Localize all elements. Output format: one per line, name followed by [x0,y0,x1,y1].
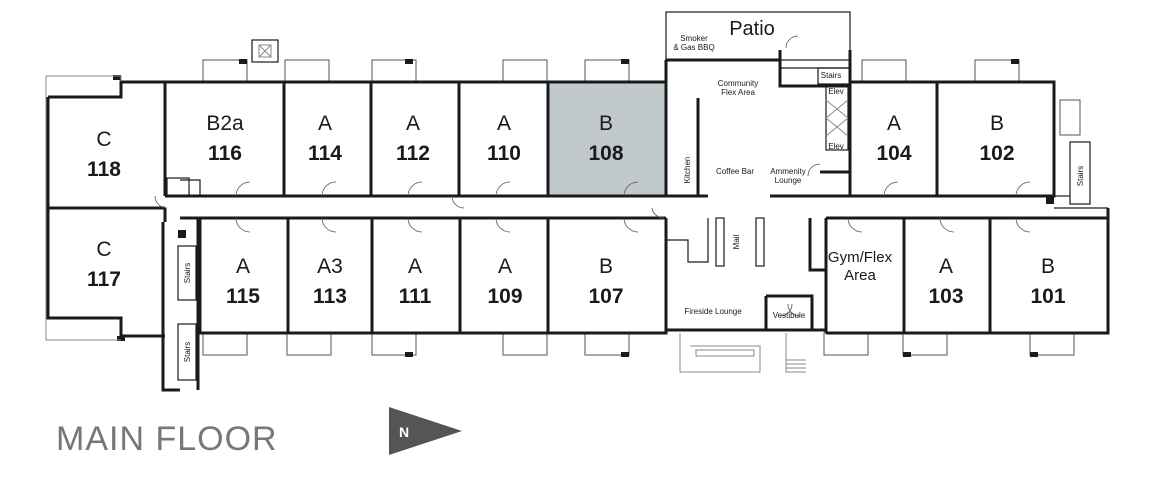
unit-113-number: 113 [313,285,347,308]
unit-101-number: 101 [1030,285,1065,308]
coffee-bar-label: Coffee Bar [716,167,754,176]
amenity-lounge-label-1: Ammenity [770,167,806,176]
gym-flex-label-2: Area [844,267,876,284]
unit-117[interactable]: C 117 [87,238,121,291]
unit-112-number: 112 [396,142,430,165]
unit-102-type: B [990,112,1004,135]
unit-110-type: A [497,112,511,135]
community-flex-label-2: Flex Area [721,88,755,97]
vestibule-label: Vestibule [773,311,806,320]
unit-116[interactable]: B2a 116 [206,112,244,165]
community-flex-label-1: Community [718,79,758,88]
amenity-lounge-label-2: Lounge [775,176,802,185]
unit-114[interactable]: A 114 [308,112,342,165]
stairs-label-east: Stairs [1076,166,1085,186]
north-east-walls [850,80,1091,205]
north-letter: N [399,424,409,440]
unit-109[interactable]: A 109 [487,255,522,308]
mail-label: Mail [732,234,741,249]
fireside-lounge-label: Fireside Lounge [684,307,742,316]
gas-bbq-label: & Gas BBQ [673,43,714,52]
unit-101-type: B [1041,255,1055,278]
unit-118-number: 118 [87,158,121,181]
elevator-label-2: Elev [828,142,844,151]
unit-110[interactable]: A 110 [487,112,521,165]
unit-113-type: A3 [317,255,343,278]
unit-112[interactable]: A 112 [396,112,430,165]
stairs-label-west-1: Stairs [183,263,192,283]
unit-107-type: B [599,255,613,278]
stairs-label-north: Stairs [821,71,841,80]
unit-104[interactable]: A 104 [876,112,911,165]
balconies [113,39,1081,357]
unit-115-type: A [236,255,250,278]
south-amenity-walls [664,217,1110,373]
unit-109-number: 109 [487,285,522,308]
unit-108-number: 108 [588,142,623,165]
unit-118-type: C [96,128,111,151]
unit-104-number: 104 [876,142,911,165]
unit-107[interactable]: B 107 [588,255,623,308]
unit-102[interactable]: B 102 [979,112,1014,165]
stairs-label-west-2: Stairs [183,342,192,362]
unit-113[interactable]: A3 113 [313,255,347,308]
gym-flex-label-1: Gym/Flex [828,249,893,266]
door-swings [154,35,1031,317]
unit-108[interactable]: B 108 [588,112,623,165]
unit-107-number: 107 [588,285,623,308]
unit-111[interactable]: A 111 [399,255,432,308]
unit-115-number: 115 [226,285,260,308]
unit-116-type: B2a [206,112,244,135]
unit-118[interactable]: C 118 [87,128,121,181]
unit-111-type: A [408,255,422,278]
elevator-label-1: Elev [828,87,844,96]
unit-117-type: C [96,238,111,261]
patio-label: Patio [729,18,775,40]
unit-112-type: A [406,112,420,135]
unit-103-number: 103 [928,285,963,308]
unit-114-type: A [318,112,332,135]
unit-103[interactable]: A 103 [928,255,963,308]
corridor-walls [163,207,1110,222]
kitchen-label: Kitchen [683,157,692,184]
unit-108-type: B [599,112,613,135]
unit-101[interactable]: B 101 [1030,255,1065,308]
unit-109-type: A [498,255,512,278]
unit-116-number: 116 [208,142,242,165]
unit-111-number: 111 [399,285,432,308]
south-row-walls [161,218,668,392]
unit-103-type: A [939,255,953,278]
unit-115[interactable]: A 115 [226,255,260,308]
smoker-label: Smoker [680,34,708,43]
west-wing-walls [45,75,165,341]
unit-104-type: A [887,112,901,135]
unit-117-number: 117 [87,268,121,291]
north-row-walls [163,60,708,198]
floor-title: MAIN FLOOR [56,420,278,458]
north-arrow-icon: N [389,407,462,455]
unit-102-number: 102 [979,142,1014,165]
unit-110-number: 110 [487,142,521,165]
amenity-core-walls [665,11,852,198]
unit-108-highlight [548,82,666,195]
unit-114-number: 114 [308,142,342,165]
